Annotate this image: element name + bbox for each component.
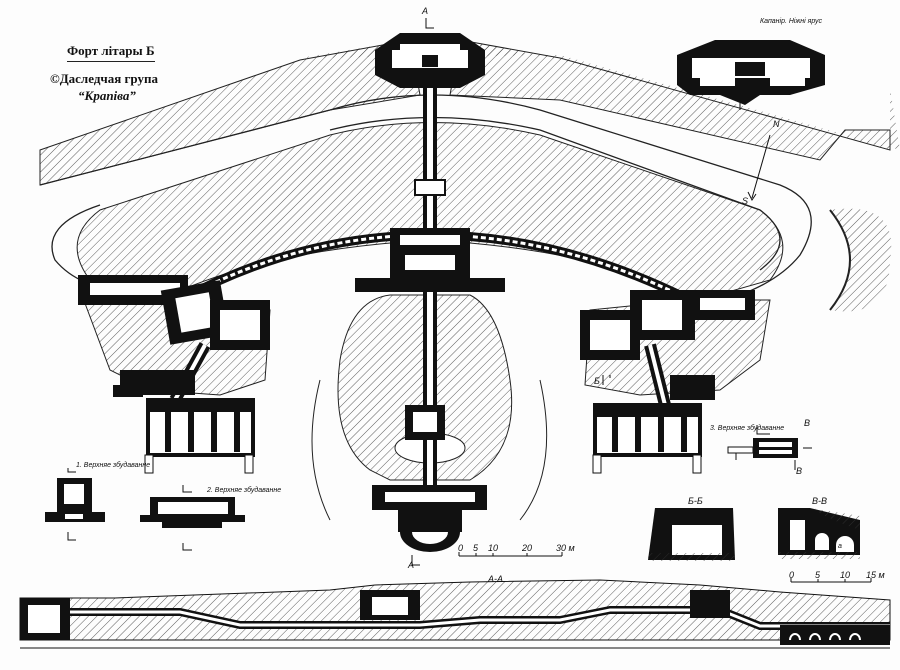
section-bb-label: Б-Б [688, 496, 703, 506]
upper-structure-1-label: 1. Верхняе збудаванне [76, 462, 151, 469]
credit-group-name: “Крапіва” [78, 88, 136, 103]
section-aa-label: А-А [488, 574, 504, 584]
section-vv-label: В-В [812, 496, 828, 506]
scale-main-tick-5: 5 [473, 543, 479, 553]
ditch-outer-line [39, 94, 812, 296]
scale-main-tick-0: 0 [458, 543, 464, 553]
marker-a-bottom: А [408, 560, 415, 570]
upper-structure-1-plan [45, 478, 105, 522]
scale-main-tick-10: 10 [488, 543, 499, 553]
section-bb-drawing [648, 508, 735, 561]
section-vv-drawing [778, 508, 860, 559]
scale-bar-sections [790, 578, 872, 583]
scale-sec-tick-15: 15 м [866, 570, 885, 580]
right-barracks [592, 375, 715, 474]
central-gorge-block [372, 405, 487, 552]
marker-v-top: В [804, 418, 811, 428]
compass-arrow [747, 134, 771, 201]
right-half-caponier [580, 290, 755, 407]
upper-structure-3-plan [727, 438, 798, 458]
caponier-label: Капанір. Ніжні ярус [760, 18, 823, 25]
compass-south: S [742, 196, 749, 206]
right-ditch-arc [829, 209, 851, 311]
marker-b: Б [594, 376, 600, 386]
upper-structure-2-label: 2. Верхняе збудаванне [207, 487, 282, 494]
glacis-hatched-top-right [449, 39, 891, 161]
compass-north: N [773, 119, 780, 129]
section-line-markers [67, 18, 812, 566]
scale-sec-tick-10: 10 [840, 570, 851, 580]
upper-structure-3-label: 3. Верхняе збудаванне [710, 425, 785, 432]
marker-v-bottom: В [796, 466, 803, 476]
section-aa-profile [19, 579, 891, 649]
scale-bar-main [458, 552, 563, 557]
room-marker: а [838, 543, 842, 550]
marker-a-top: А [422, 6, 429, 16]
scale-sec-tick-5: 5 [815, 570, 821, 580]
scale-sec-tick-0: 0 [789, 570, 795, 580]
scale-main-tick-20: 20 [522, 543, 533, 553]
credit-line: ©Даследчая група [50, 71, 158, 86]
drawing-title: Форт літары Б [67, 43, 155, 62]
upper-structure-2-plan [140, 497, 245, 528]
scale-main-tick-30: 30 м [556, 543, 575, 553]
left-barracks [113, 370, 255, 474]
